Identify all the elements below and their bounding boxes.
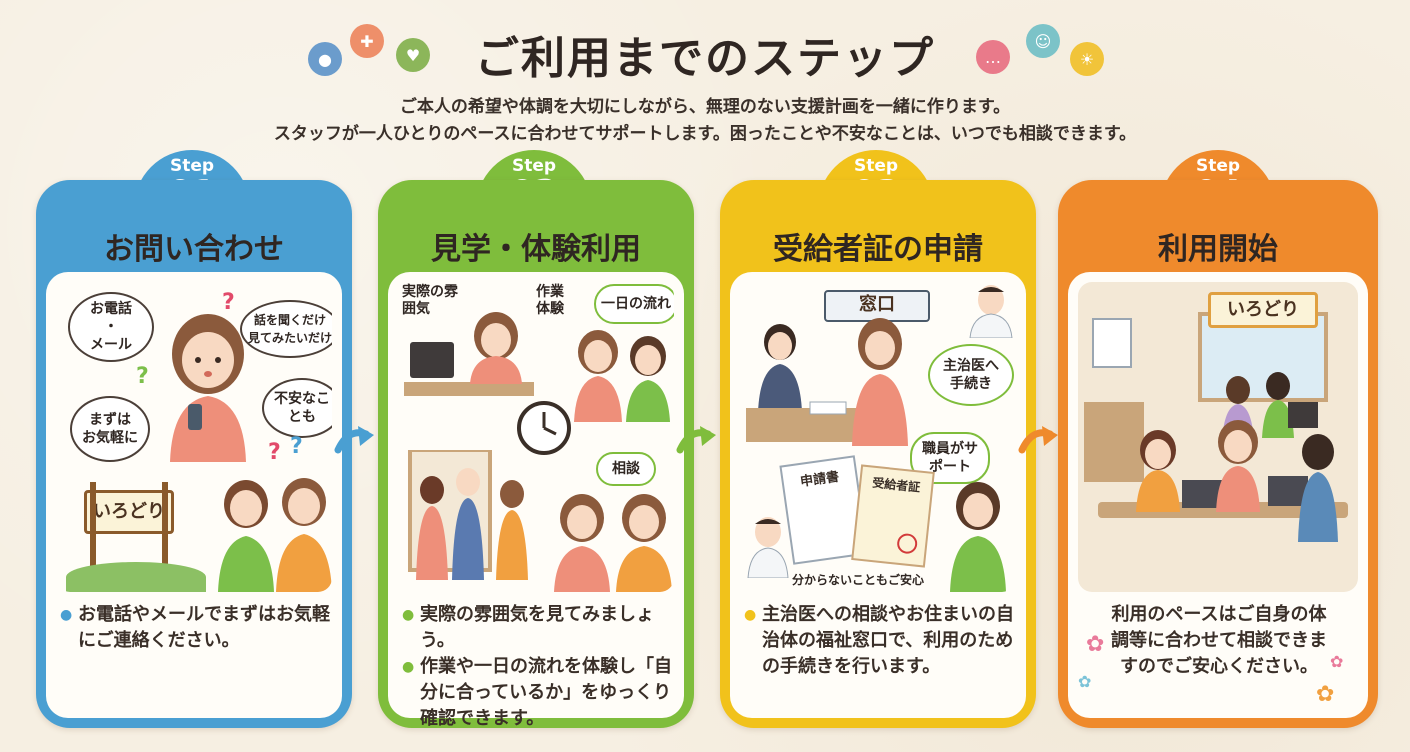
step1-title: お問い合わせ <box>104 232 284 267</box>
grass <box>66 562 206 592</box>
flower-icon: ✿ <box>1316 682 1335 707</box>
step1-card: お問い合わせ お電話・メール 話を聞くだけ見てみたいだけ 不安なことも まずはお… <box>36 180 352 728</box>
shelf <box>1084 402 1144 482</box>
bullet-item: ● お電話やメールでまずはお気軽にご連絡ください。 <box>60 602 330 654</box>
header: ● ✚ ♥ ご利用までのステップ … ☺ ☀ ご本人の希望や体調を大切にしながら… <box>0 0 1410 150</box>
iroдori-sign: いろどり <box>84 490 174 534</box>
seal-icon <box>896 532 919 555</box>
step4-body: いろどり ✿ ✿ ✿ ✿ 利用のペースはご自身の体調等に合わせて相談 <box>1068 272 1368 718</box>
sign-post <box>162 482 168 582</box>
flower-icon: ✿ <box>1330 652 1344 671</box>
doctor-icon <box>969 285 1013 338</box>
application-form-title: 申請書 <box>799 469 841 490</box>
tag-work-experience: 作業体験 <box>536 284 564 317</box>
step4-card: 利用開始 いろどり ✿ ✿ ✿ ✿ <box>1058 180 1378 728</box>
question-mark-icon: ? <box>268 440 281 465</box>
step4-description: 利用のペースはご自身の体調等に合わせて相談できますのでご安心ください。 <box>1111 604 1327 677</box>
doctor-icon <box>747 517 789 578</box>
tag-atmosphere: 実際の雰囲気 <box>402 284 458 317</box>
step1-bullets: ● お電話やメールでまずはお気軽にご連絡ください。 <box>60 602 330 654</box>
bullet-item: ● 実際の雰囲気を見てみましょう。 <box>402 602 672 654</box>
laughing-women-illustration <box>554 494 672 592</box>
bubble-consultation: 相談 <box>596 452 656 486</box>
person-icon: ● <box>308 42 342 76</box>
bubble-staff-support: 職員がサポート <box>910 432 990 484</box>
step1-label: Step <box>169 156 215 176</box>
step4-text: 利用のペースはご自身の体調等に合わせて相談できますのでご安心ください。 <box>1108 602 1330 680</box>
bullet-dot-icon: ● <box>402 659 415 675</box>
step2-title: 見学・体験利用 <box>431 232 641 267</box>
page-title: ご利用までのステップ <box>475 33 935 84</box>
certificate: 受給者証 <box>851 464 935 568</box>
bullet-text: 作業や一日の流れを体験し「自分に合っているか」をゆっくり確認できます。 <box>420 656 672 728</box>
question-mark-icon: ? <box>222 290 235 315</box>
arrow-right-icon <box>676 426 716 454</box>
bullet-dot-icon: ● <box>402 607 415 623</box>
bubble-casual: まずはお気軽に <box>70 396 150 462</box>
bullet-dot-icon: ● <box>60 607 73 623</box>
step1-illustration: お電話・メール 話を聞くだけ見てみたいだけ 不安なことも まずはお気軽に ? ?… <box>56 282 332 592</box>
bubble-just-listen: 話を聞くだけ見てみたいだけ <box>240 300 332 358</box>
woman-at-computer-illustration <box>404 312 534 396</box>
staff-woman-illustration <box>218 480 274 592</box>
step3-card: 受給者証の申請 窓口 主治医へ手続き 職員がサポート 申請書 受給者証 <box>720 180 1036 728</box>
bandage-icon: ✚ <box>350 24 384 58</box>
question-mark-icon: ? <box>136 364 149 389</box>
step4-label: Step <box>1195 156 1241 176</box>
bubble-doctor-procedure: 主治医へ手続き <box>928 344 1014 406</box>
arrow-right-icon <box>1018 426 1058 454</box>
step3-title: 受給者証の申請 <box>773 232 983 267</box>
step3-label: Step <box>853 156 899 176</box>
clock-icon <box>517 401 571 455</box>
flower-icon: ✿ <box>1078 672 1092 691</box>
step2-body: 実際の雰囲気 作業体験 一日の流れ 相談 <box>388 272 684 728</box>
step4-title: 利用開始 <box>1158 232 1278 267</box>
step3-body: 窓口 主治医へ手続き 職員がサポート 申請書 受給者証 <box>730 272 1026 718</box>
bubble-phone-mail: お電話・メール <box>68 292 154 362</box>
step3-bullets: ● 主治医への相談やお住まいの自治体の福祉窓口で、利用のための手続きを行います。 <box>744 602 1014 680</box>
staff-woman-illustration <box>276 478 332 592</box>
bubble-anxiety: 不安なことも <box>262 378 332 438</box>
question-mark-icon: ? <box>290 434 303 459</box>
certificate-title: 受給者証 <box>871 475 921 495</box>
step2-card: 見学・体験利用 実際の雰囲気 作業体験 一日の流れ <box>378 180 694 728</box>
bullet-text: 主治医への相談やお住まいの自治体の福祉窓口で、利用のための手続きを行います。 <box>762 604 1014 677</box>
bullet-dot-icon: ● <box>744 607 757 623</box>
bullet-item: ● 作業や一日の流れを体験し「自分に合っているか」をゆっくり確認できます。 <box>402 654 672 728</box>
arrow-right-icon <box>334 426 374 454</box>
subtitle-line1: ご本人の希望や体調を大切にしながら、無理のない支援計画を一緒に作ります。 <box>399 97 1011 117</box>
bubble-daily-flow: 一日の流れ <box>594 284 674 324</box>
bullet-text: 実際の雰囲気を見てみましょう。 <box>420 604 654 651</box>
flower-icon: ✿ <box>1086 632 1105 657</box>
visitors-at-door-illustration <box>408 450 528 580</box>
step3-illustration: 窓口 主治医へ手続き 職員がサポート 申請書 受給者証 <box>740 282 1016 592</box>
reassurance-label: 分からないこともご安心 <box>792 573 925 587</box>
subtitle-line2: スタッフが一人ひとりのペースに合わせてサポートします。困ったことや不安なことは、… <box>273 124 1137 144</box>
step4-illustration: いろどり <box>1078 282 1358 592</box>
counter-meeting-illustration <box>746 318 908 446</box>
hands-icon: ♥ <box>396 38 430 72</box>
bullet-text: お電話やメールでまずはお気軽にご連絡ください。 <box>78 604 330 651</box>
calendar-icon <box>1092 318 1132 368</box>
users-working-illustration <box>1136 372 1338 542</box>
chat-icon: … <box>976 40 1010 74</box>
sign-post <box>90 482 96 582</box>
step2-bullets: ● 実際の雰囲気を見てみましょう。 ● 作業や一日の流れを体験し「自分に合っているか… <box>402 602 672 728</box>
two-women-illustration <box>574 330 670 422</box>
iroдori-banner: いろどり <box>1208 292 1318 328</box>
staff-woman-illustration <box>950 482 1006 592</box>
woman-with-phone-illustration <box>170 314 246 462</box>
step2-illustration: 実際の雰囲気 作業体験 一日の流れ 相談 <box>398 282 674 592</box>
step1-body: お電話・メール 話を聞くだけ見てみたいだけ 不安なことも まずはお気軽に ? ?… <box>46 272 342 718</box>
sun-icon: ☀ <box>1070 42 1104 76</box>
step2-label: Step <box>511 156 557 176</box>
bullet-item: ● 主治医への相談やお住まいの自治体の福祉窓口で、利用のための手続きを行います。 <box>744 602 1014 680</box>
counter-sign: 窓口 <box>824 290 930 322</box>
smile-icon: ☺ <box>1026 24 1060 58</box>
